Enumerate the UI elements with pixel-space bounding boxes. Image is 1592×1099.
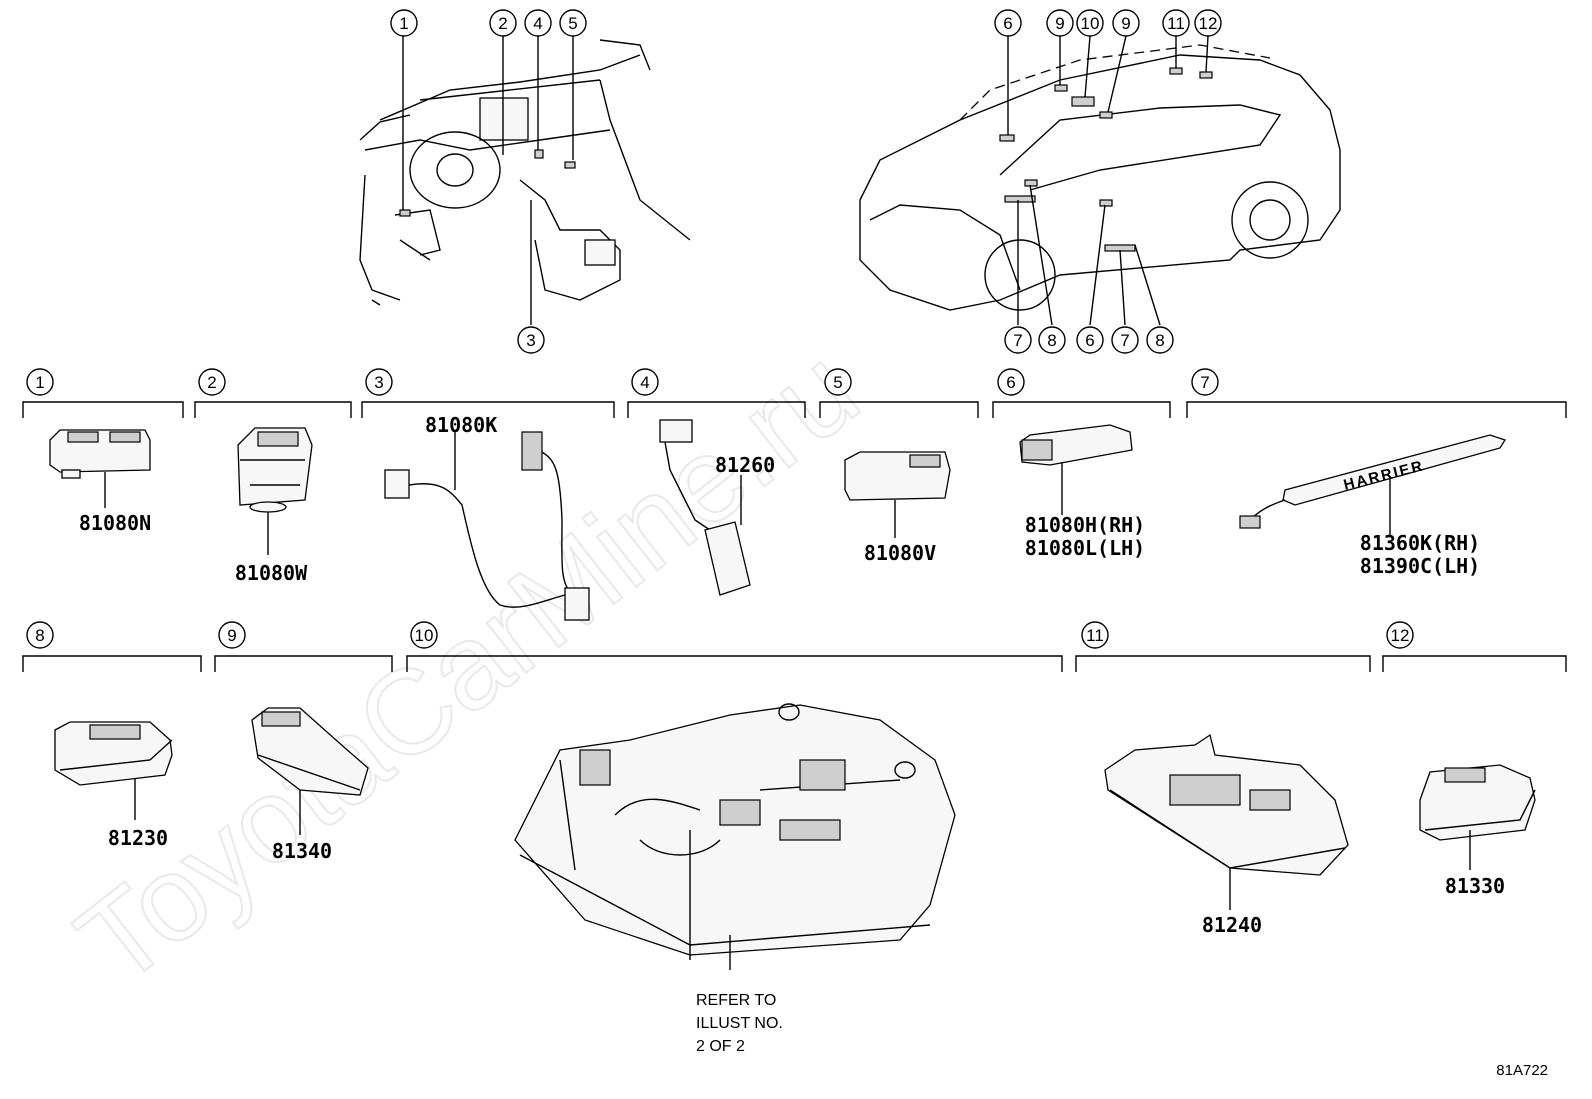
- illustration-code: 81A722: [1496, 1062, 1548, 1079]
- part-81330-lamp: [1419, 764, 1536, 870]
- part-81340-lamp: [251, 707, 369, 835]
- part-number-81260: 81260: [715, 453, 775, 477]
- part-81230-lamp: [54, 721, 173, 820]
- callout-1: 1: [399, 14, 408, 33]
- section-7-number: 7: [1200, 373, 1209, 392]
- section-4-number: 4: [640, 373, 649, 392]
- part-number-81080L-LH: 81080L(LH): [1025, 536, 1145, 560]
- callout-8-right: 8: [1155, 331, 1164, 350]
- refer-to-note-line2: ILLUST NO.: [696, 1015, 783, 1032]
- part-overhead-console: [514, 703, 956, 970]
- callout-8-left: 8: [1047, 331, 1056, 350]
- section-headers-row1: 1 2 3 4 5 6 7: [22, 368, 1567, 418]
- part-number-81340: 81340: [272, 839, 332, 863]
- part-81080K-wire-harness: [384, 431, 590, 621]
- steering-wheel-icon: [409, 131, 501, 209]
- section-headers-row2: 8 9 10 11 12: [22, 621, 1567, 672]
- part-number-81080W: 81080W: [235, 561, 308, 585]
- callout-11-top: 11: [1167, 14, 1185, 33]
- callout-9-left: 9: [1055, 14, 1064, 33]
- part-81080W-switch: [237, 427, 313, 555]
- callout-7-right: 7: [1120, 331, 1129, 350]
- part-number-81080V: 81080V: [864, 541, 936, 565]
- section-5-number: 5: [833, 373, 842, 392]
- section-2-number: 2: [207, 373, 216, 392]
- part-number-81390C-LH: 81390C(LH): [1360, 554, 1480, 578]
- section-9-number: 9: [227, 626, 236, 645]
- part-number-81080K: 81080K: [425, 413, 497, 437]
- callout-6-bottom: 6: [1085, 331, 1094, 350]
- part-number-81080H-RH: 81080H(RH): [1025, 513, 1145, 537]
- section-12-number: 12: [1391, 626, 1410, 645]
- dashboard-callouts: 1 2 4 5 3: [390, 9, 587, 354]
- section-10-number: 10: [415, 626, 434, 645]
- callout-5: 5: [568, 14, 577, 33]
- callout-3: 3: [526, 331, 535, 350]
- part-81260-lamp-assembly: [659, 419, 751, 596]
- part-81080N-switch: [49, 429, 151, 508]
- callout-4: 4: [533, 14, 542, 33]
- callout-2: 2: [498, 14, 507, 33]
- center-display: [479, 97, 529, 141]
- vehicle-callouts: 6 9 10 9 11 12 7 8 6 7 8: [994, 9, 1222, 354]
- part-81240-dome-lamp: [1104, 733, 1349, 910]
- refer-to-note-line3: 2 OF 2: [696, 1038, 745, 1055]
- dashboard-overview: [359, 36, 691, 325]
- part-81080H-light: [1019, 424, 1133, 515]
- part-number-81080N: 81080N: [79, 511, 151, 535]
- part-81360K-scuff-plate: HARRIER: [1239, 434, 1506, 535]
- vehicle-overview: [859, 35, 1341, 326]
- part-number-81330: 81330: [1445, 874, 1505, 898]
- callout-6-top: 6: [1003, 14, 1012, 33]
- refer-to-note-line1: REFER TO: [696, 992, 776, 1009]
- section-8-number: 8: [35, 626, 44, 645]
- callout-10-top: 10: [1081, 14, 1100, 33]
- section-11-number: 11: [1086, 626, 1104, 645]
- part-number-81240: 81240: [1202, 913, 1262, 937]
- section-1-number: 1: [35, 373, 44, 392]
- part-81080V-switch: [844, 451, 951, 538]
- callout-12-top: 12: [1199, 14, 1218, 33]
- part-number-81360K-RH: 81360K(RH): [1360, 531, 1480, 555]
- part-number-81230: 81230: [108, 826, 168, 850]
- section-3-number: 3: [374, 373, 383, 392]
- callout-9-right: 9: [1121, 14, 1130, 33]
- callout-7-left: 7: [1013, 331, 1022, 350]
- section-6-number: 6: [1006, 373, 1015, 392]
